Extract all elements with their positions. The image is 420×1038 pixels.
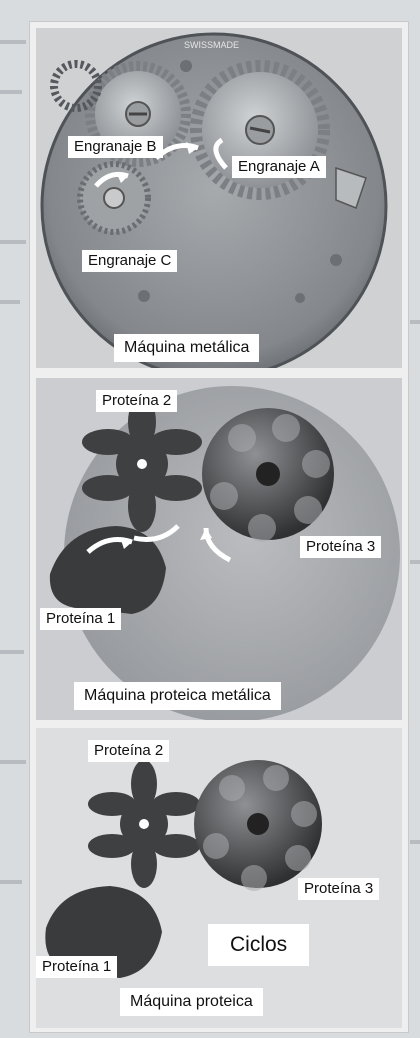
label-cycles: Ciclos (208, 924, 309, 966)
caption-protein-metal-machine: Máquina proteica metálica (74, 682, 281, 710)
label-protein-2: Proteína 2 (96, 390, 177, 412)
label-protein-1: Proteína 1 (40, 608, 121, 630)
label-protein-2: Proteína 2 (88, 740, 169, 762)
label-protein-1: Proteína 1 (36, 956, 117, 978)
label-protein-3: Proteína 3 (298, 878, 379, 900)
caption-protein-machine: Máquina proteica (120, 988, 263, 1016)
label-gear-b: Engranaje B (68, 136, 163, 158)
label-protein-3: Proteína 3 (300, 536, 381, 558)
label-gear-c: Engranaje C (82, 250, 177, 272)
label-gear-a: Engranaje A (232, 156, 326, 178)
panel-protein-machine: Proteína 2 Proteína 3 Ciclos Proteína 1 … (36, 728, 402, 1028)
panel-protein-metal-machine: Proteína 2 Proteína 3 Proteína 1 Máquina… (36, 378, 402, 720)
caption-metal-machine: Máquina metálica (114, 334, 259, 362)
watch-movement-illustration (36, 28, 402, 368)
panel-metal-machine: SWISSMADE Engranaje B Engranaje A Engran… (36, 28, 402, 368)
stamp-text: SWISSMADE (184, 36, 239, 54)
